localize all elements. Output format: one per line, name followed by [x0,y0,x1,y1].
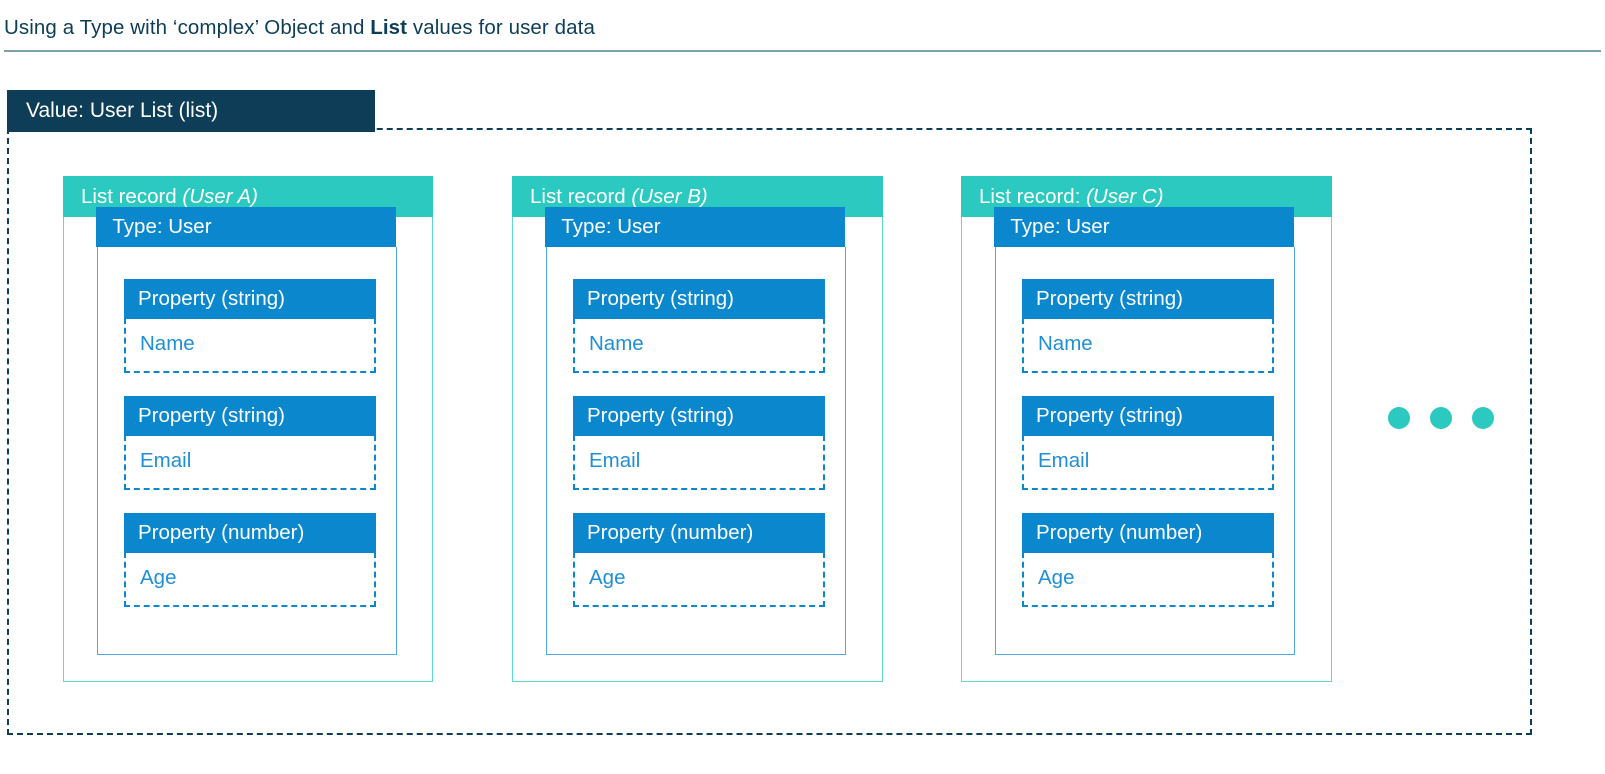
page-title-after: values for user data [407,16,595,39]
more-records-ellipsis-icon [1388,407,1500,431]
property-box[interactable]: Property (number) Age [124,513,376,607]
list-record-subject: (User C) [1086,185,1164,208]
list-record-body: Type: User Property (string) Name Proper… [63,207,433,682]
property-header: Property (string) [124,279,376,319]
list-record-body: Type: User Property (string) Name Proper… [512,207,883,682]
property-box[interactable]: Property (string) Name [1022,279,1274,373]
page-title-emphasis: List [370,16,408,39]
list-record-subject: (User B) [631,185,708,208]
list-record-title: List record: [979,185,1087,208]
property-box[interactable]: Property (string) Name [573,279,825,373]
property-header: Property (string) [124,396,376,436]
property-value: Name [573,318,825,373]
property-value: Age [1022,552,1274,607]
ellipsis-dot [1388,407,1410,429]
property-header: Property (number) [1022,513,1274,553]
title-divider [4,50,1601,52]
property-box[interactable]: Property (number) Age [573,513,825,607]
list-record-card[interactable]: List record: (User C) Type: User Propert… [961,176,1332,682]
user-list-header-label: Value: User List (list) [7,90,375,132]
property-box[interactable]: Property (string) Email [573,396,825,490]
property-box[interactable]: Property (string) Email [1022,396,1274,490]
list-record-subject: (User A) [182,185,258,208]
type-box: Type: User Property (string) Name Proper… [994,207,1295,655]
property-value: Email [573,435,825,490]
list-record-body: Type: User Property (string) Name Proper… [961,207,1332,682]
ellipsis-dot [1472,407,1494,429]
list-record-title: List record [81,185,183,208]
property-value: Email [1022,435,1274,490]
type-box-header: Type: User [96,207,397,247]
property-value: Name [1022,318,1274,373]
ellipsis-dot [1430,407,1452,429]
property-box[interactable]: Property (number) Age [1022,513,1274,607]
property-header: Property (string) [573,396,825,436]
list-record-card[interactable]: List record (User A) Type: User Property… [63,176,433,682]
property-box[interactable]: Property (string) Email [124,396,376,490]
page-title-before: Using a Type with ‘complex’ Object and [4,16,371,39]
type-box: Type: User Property (string) Name Proper… [96,207,397,655]
property-value: Age [573,552,825,607]
type-box: Type: User Property (string) Name Proper… [545,207,846,655]
user-list-container [7,128,1532,735]
property-value: Email [124,435,376,490]
type-box-header: Type: User [545,207,846,247]
property-header: Property (number) [573,513,825,553]
property-header: Property (number) [124,513,376,553]
property-box[interactable]: Property (string) Name [124,279,376,373]
property-header: Property (string) [573,279,825,319]
property-value: Name [124,318,376,373]
property-value: Age [124,552,376,607]
page-title: Using a Type with ‘complex’ Object and L… [4,16,595,40]
list-record-title: List record [530,185,632,208]
property-header: Property (string) [1022,396,1274,436]
property-header: Property (string) [1022,279,1274,319]
type-box-header: Type: User [994,207,1295,247]
list-record-card[interactable]: List record (User B) Type: User Property… [512,176,883,682]
